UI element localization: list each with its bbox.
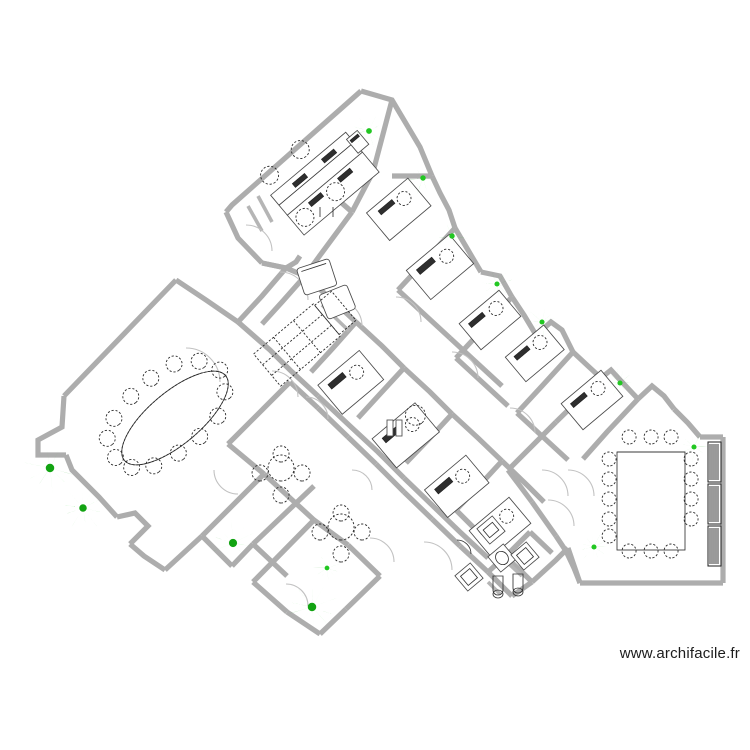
furniture-salon [296,258,356,320]
furniture-sanitary [454,515,540,599]
plant-icon [63,488,103,527]
plant-icon [579,534,609,561]
plant-core [691,444,697,450]
plant-icon [24,443,76,493]
plant-icon [407,166,437,194]
wc-units [492,573,524,599]
plant-icon [437,221,468,250]
plant-core [307,602,317,612]
plant-icon [286,587,337,627]
furniture-kitchen-counters [252,290,357,387]
plant-core [45,463,55,473]
furniture-oval-conference-table [98,352,234,476]
plant-core [449,233,455,239]
plant-icon [608,367,633,397]
walls-southwest-wing [200,380,382,637]
plant-core [366,128,372,134]
plant-core [228,538,238,548]
plant-core [494,281,500,287]
plant-core [539,319,545,325]
walls-centre-cluster [236,265,546,598]
furniture-rect-conference-table [601,429,722,567]
plant-core [420,175,426,181]
archifacile-watermark: www.archifacile.fr [619,645,740,662]
bookshelves [707,441,722,567]
plant-core [591,544,597,550]
plant-icon [481,270,513,296]
plants-layer [24,115,709,627]
furniture-round-table-nw [251,445,311,504]
furniture-offices [317,177,624,558]
plant-core [324,565,330,571]
plant-core [79,504,87,512]
plant-core [617,380,623,386]
furniture-misc [386,404,426,437]
plant-icon [528,307,557,337]
plant-icon [354,115,382,149]
plant-icon [313,553,341,581]
plant-icon [680,432,709,463]
furniture-round-table-sw [311,504,371,563]
furniture-north-openspace [260,129,380,236]
walls-northeast-block [302,174,723,440]
walls-main-spine [35,266,289,578]
plant-icon [211,517,255,561]
